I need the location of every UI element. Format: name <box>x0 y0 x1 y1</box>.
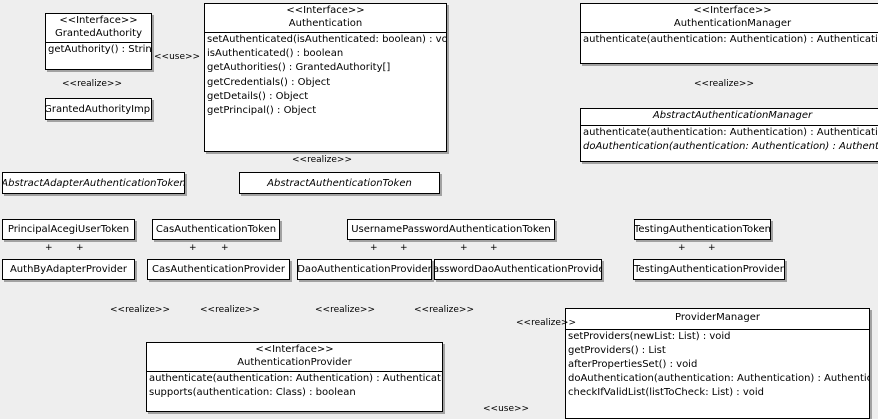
class-name-label: AbstractAuthenticationManager <box>652 110 813 121</box>
class-header: ProviderManager <box>566 309 869 329</box>
class-name-label: TestingAuthenticationProvider <box>634 264 784 275</box>
operation-row: getPrincipal() : Object <box>207 105 317 117</box>
class-dao-authentication-provider[interactable]: DaoAuthenticationProvider <box>297 259 432 280</box>
class-name-label: CasAuthenticationToken <box>155 224 277 235</box>
association-marker-plus: + <box>490 243 498 253</box>
operation-row: doAuthentication(authentication: Authent… <box>583 140 878 152</box>
class-abstract-authentication-token[interactable]: AbstractAuthenticationToken <box>239 172 440 194</box>
operations-compartment: setAuthenticated(isAuthenticated: boolea… <box>205 32 446 118</box>
stereotype-label: <<Interface>> <box>286 5 365 16</box>
class-cas-authentication-token[interactable]: CasAuthenticationToken <box>152 219 280 240</box>
operation-row: getAuthorities() : GrantedAuthority[] <box>207 62 391 74</box>
operation-row: authenticate(authentication: Authenticat… <box>149 373 442 384</box>
class-password-dao-authentication-provider[interactable]: PasswordDaoAuthenticationProvider <box>434 259 602 280</box>
operation-row: getProviders() : List <box>568 344 666 356</box>
class-abstract-authentication-manager[interactable]: AbstractAuthenticationManager authentica… <box>580 108 878 162</box>
class-name-label: AbstractAuthenticationToken <box>267 177 412 189</box>
relationship-label-realize-testing-provider: <<realize>> <box>516 318 576 328</box>
association-marker-plus: + <box>221 243 229 253</box>
operation-row: getCredentials() : Object <box>207 76 331 88</box>
class-header: <<Interface>> GrantedAuthority <box>46 14 151 42</box>
class-name-label: GrantedAuthority <box>54 27 143 39</box>
relationship-label-realize-abstract-auth-manager: <<realize>> <box>694 79 754 89</box>
class-provider-manager[interactable]: ProviderManager setProviders(newList: Li… <box>565 308 870 419</box>
relationship-label-use-granted-authority: <<use>> <box>154 52 201 62</box>
class-granted-authority-impl[interactable]: GrantedAuthorityImpl <box>45 98 152 120</box>
class-granted-authority[interactable]: <<Interface>> GrantedAuthority getAuthor… <box>45 13 152 70</box>
stereotype-label: <<Interface>> <box>693 5 772 16</box>
class-testing-authentication-token[interactable]: TestingAuthenticationToken <box>634 219 771 240</box>
class-name-label: PrincipalAcegiUserToken <box>7 224 130 235</box>
class-cas-authentication-provider[interactable]: CasAuthenticationProvider <box>147 259 290 280</box>
association-marker-plus: + <box>460 243 468 253</box>
class-header: <<Interface>> Authentication <box>205 4 446 32</box>
operations-compartment: getAuthority() : String <box>46 42 151 57</box>
operation-row: afterPropertiesSet() : void <box>568 358 698 370</box>
class-name-label: TestingAuthenticationToken <box>634 224 771 235</box>
class-name-label: CasAuthenticationProvider <box>152 264 285 275</box>
operations-compartment: authenticate(authentication: Authenticat… <box>147 371 442 400</box>
operations-compartment: authenticate(authentication: Authenticat… <box>581 32 878 47</box>
association-marker-plus: + <box>370 243 378 253</box>
operation-row: setAuthenticated(isAuthenticated: boolea… <box>207 34 446 45</box>
association-marker-plus: + <box>678 243 686 253</box>
class-auth-by-adapter-provider[interactable]: AuthByAdapterProvider <box>2 259 135 280</box>
operations-compartment: setProviders(newList: List) : void getPr… <box>566 328 869 401</box>
class-testing-authentication-provider[interactable]: TestingAuthenticationProvider <box>633 259 785 280</box>
class-header: AbstractAuthenticationManager <box>581 109 878 125</box>
association-marker-plus: + <box>45 243 53 253</box>
operations-compartment: authenticate(authentication: Authenticat… <box>581 124 878 154</box>
operation-row: authenticate(authentication: Authenticat… <box>583 126 878 138</box>
class-name-label: GrantedAuthorityImpl <box>45 103 152 115</box>
association-marker-plus: + <box>189 243 197 253</box>
class-name-label: AuthenticationProvider <box>237 356 352 368</box>
class-authentication[interactable]: <<Interface>> Authentication setAuthenti… <box>204 3 447 152</box>
operation-row: checkIfValidList(listToCheck: List) : vo… <box>568 387 765 399</box>
relationship-label-realize-password-dao-provider: <<realize>> <box>414 305 474 315</box>
class-name-label: AuthenticationManager <box>673 17 792 29</box>
operation-row: doAuthentication(authentication: Authent… <box>568 373 869 385</box>
class-header: <<Interface>> AuthenticationProvider <box>147 343 442 371</box>
operation-row: authenticate(authentication: Authenticat… <box>583 34 878 45</box>
operation-row: getDetails() : Object <box>207 90 309 102</box>
class-name-label: ProviderManager <box>674 312 760 323</box>
class-abstract-adapter-authentication-token[interactable]: AbstractAdapterAuthenticationToken <box>2 172 185 194</box>
operation-row: isAuthenticated() : boolean <box>207 48 344 60</box>
relationship-label-realize-granted-authority-impl: <<realize>> <box>62 79 122 89</box>
class-header: <<Interface>> AuthenticationManager <box>581 4 878 32</box>
association-marker-plus: + <box>708 243 716 253</box>
class-name-label: DaoAuthenticationProvider <box>297 264 432 275</box>
relationship-label-use-provider-manager: <<use>> <box>483 404 530 414</box>
stereotype-label: <<Interface>> <box>255 344 334 355</box>
class-username-password-authentication-token[interactable]: UsernamePasswordAuthenticationToken <box>347 219 555 240</box>
association-marker-plus: + <box>400 243 408 253</box>
relationship-label-realize-dao-provider: <<realize>> <box>315 305 375 315</box>
class-name-label: UsernamePasswordAuthenticationToken <box>351 224 551 235</box>
association-marker-plus: + <box>76 243 84 253</box>
operation-row: supports(authentication: Class) : boolea… <box>149 387 356 399</box>
class-principal-acegi-user-token[interactable]: PrincipalAcegiUserToken <box>2 219 135 240</box>
class-authentication-manager[interactable]: <<Interface>> AuthenticationManager auth… <box>580 3 878 64</box>
class-name-label: AbstractAdapterAuthenticationToken <box>2 177 185 189</box>
class-name-label: Authentication <box>288 17 363 29</box>
operation-row: getAuthority() : String <box>48 44 151 55</box>
class-authentication-provider[interactable]: <<Interface>> AuthenticationProvider aut… <box>146 342 443 412</box>
relationship-label-realize-auth-by-adapter: <<realize>> <box>110 305 170 315</box>
operation-row: setProviders(newList: List) : void <box>568 330 731 342</box>
stereotype-label: <<Interface>> <box>59 15 138 26</box>
relationship-label-realize-cas-provider: <<realize>> <box>200 305 260 315</box>
class-name-label: PasswordDaoAuthenticationProvider <box>434 264 602 275</box>
class-name-label: AuthByAdapterProvider <box>9 264 128 275</box>
relationship-label-realize-abstract-auth-token: <<realize>> <box>292 155 352 165</box>
